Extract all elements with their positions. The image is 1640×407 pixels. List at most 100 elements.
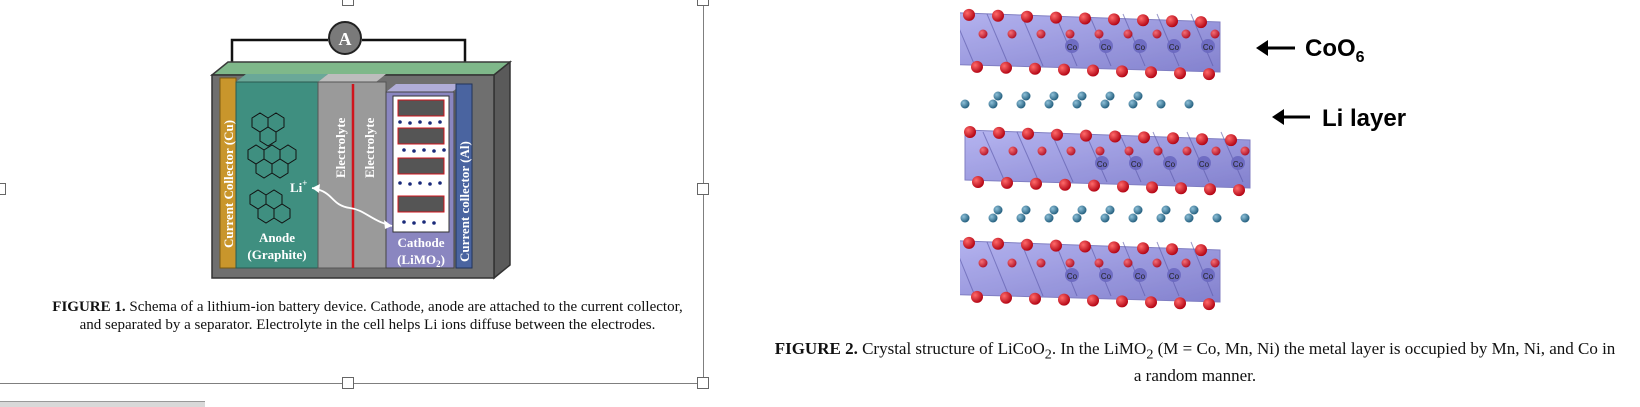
oxygen-atom [1108,241,1120,254]
oxygen-atom [1079,12,1091,25]
resize-handle-top-right[interactable] [697,0,709,6]
oxygen-atom [1195,244,1207,257]
oxygen-atom [993,126,1005,139]
li-diffusion-arrow [311,187,393,227]
housing-top [209,61,513,76]
oxygen-atom [1137,242,1149,255]
oxygen-atom [1145,66,1157,79]
oxygen-atom [1000,291,1012,304]
oxygen-atom [1088,179,1100,192]
lithium-atom [1077,91,1087,101]
oxygen-atom [1008,146,1018,156]
oxygen-atom [1174,297,1186,310]
cobalt-atom [1065,268,1079,282]
oxygen-atom [979,146,989,156]
cobalt-atom [1099,268,1113,282]
cobalt-atom-label: Co [1101,43,1112,52]
electrolyte-top [318,74,386,82]
oxygen-atom [1066,146,1076,156]
lithium-atom [1156,213,1166,223]
figure1-caption: FIGURE 1. Schema of a lithium-ion batter… [40,298,695,334]
resize-handle-bottom-middle[interactable] [342,377,354,389]
lithium-atom [1156,99,1166,109]
arrow-tail-icon [312,184,320,193]
lithium-atom [1161,205,1171,215]
oxygen-atom [1021,10,1033,23]
resize-handle-middle-right[interactable] [697,183,709,195]
li-layer-arrow-icon [1272,109,1284,125]
lithium-atom [1128,213,1138,223]
cobalt-atom-label: Co [1097,160,1108,169]
oxygen-atom [1007,29,1017,39]
oxygen-atom [1001,176,1013,189]
resize-handle-top-middle[interactable] [342,0,354,6]
cobalt-atom-label: Co [1067,272,1078,281]
coo6-label: CoO6 [1305,35,1365,66]
oxygen-atom [1203,298,1215,311]
figure1-caption-label: FIGURE 1. [52,299,126,315]
oxygen-atom [1022,127,1034,140]
oxygen-atom [1210,258,1220,268]
lithium-atom [988,213,998,223]
oxygen-atom [1166,243,1178,256]
cobalt-atom-label: Co [1067,43,1078,52]
coo6-arrow-icon [1256,40,1268,56]
oxygen-atom [1145,296,1157,309]
oxygen-atom [1181,29,1191,39]
oxygen-atom [1094,29,1104,39]
cathode-li-dots [398,120,446,225]
cobalt-atom [1197,156,1211,170]
ammeter-label: A [339,29,352,49]
lithium-atom [1212,213,1222,223]
lithium-atom [1016,213,1026,223]
cobalt-atom-label: Co [1203,43,1214,52]
oxygen-atom [1175,182,1187,195]
oxygen-atom [1211,146,1221,156]
lithium-atom [1049,91,1059,101]
lithium-atom [1105,205,1115,215]
arrow-head-icon [384,220,392,229]
horizontal-scrollbar[interactable] [0,401,205,407]
lithium-atom [1184,99,1194,109]
anode-block [235,81,319,269]
cobalt-atom [1065,39,1079,53]
oxygen-atom [1065,29,1075,39]
oxygen-atom [1021,238,1033,251]
oxygen-atom [1108,13,1120,26]
oxygen-atom [1167,132,1179,145]
cobalt-atom [1231,156,1245,170]
cobalt-atom-label: Co [1101,272,1112,281]
figure2-caption: FIGURE 2. Crystal structure of LiCoO2. I… [770,338,1620,387]
oxygen-atom [972,176,984,188]
cobalt-atom [1201,268,1215,282]
anode-material-label: (Graphite) [247,247,306,262]
cathode-material-label: (LiMO2) [397,252,445,269]
cobalt-atom [1129,156,1143,170]
cobalt-atom-label: Co [1169,43,1180,52]
cobalt-atom [1099,39,1113,53]
oxygen-atom [1123,258,1133,268]
oxygen-atom [992,237,1004,250]
lithium-atom [1105,91,1115,101]
anode-top [236,74,328,82]
electrolyte-right-label: Electrolyte [362,117,377,178]
resize-handle-bottom-right[interactable] [697,377,709,389]
oxygen-atom [1174,67,1186,80]
figure2-caption-sub1: 2 [1044,346,1052,363]
lithium-atom [1077,205,1087,215]
oxygen-atom [1030,177,1042,190]
oxygen-atom [1225,134,1237,147]
oxygen-atom [978,258,988,268]
oxygen-atom [963,236,975,249]
figure1-battery-diagram: A Current Collector (Cu) Electrolyte Ele… [209,21,513,280]
resize-handle-middle-left[interactable] [0,183,6,195]
lithium-atom [1133,91,1143,101]
oxygen-atom [964,126,976,138]
cobalt-atom [1163,156,1177,170]
lithium-atom [1184,213,1194,223]
electrolyte-left-label: Electrolyte [333,117,348,178]
oxygen-atom [1137,14,1149,27]
oxygen-atom [992,9,1004,22]
